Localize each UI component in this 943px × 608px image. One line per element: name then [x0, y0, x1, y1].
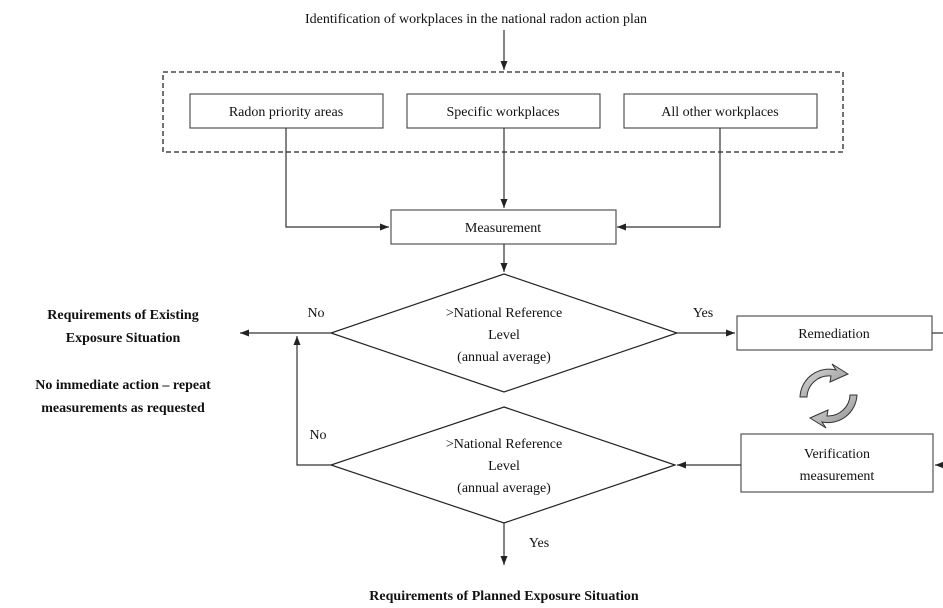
remediation-label: Remediation [798, 327, 870, 342]
decision-1-line1: >National Reference [446, 306, 562, 321]
arrow-other-to-measurement [617, 128, 721, 231]
no-label-2: No [309, 428, 326, 443]
workplace-group-dashed [162, 71, 844, 153]
existing-situation-line2: Exposure Situation [66, 331, 181, 346]
no-action-line1: No immediate action – repeat [35, 378, 211, 393]
arrow-priority-to-measurement [285, 128, 389, 231]
verification-label-line1: Verification [804, 447, 870, 462]
verification-measurement-box: Verification measurement [740, 433, 934, 493]
verification-label-line2: measurement [800, 469, 875, 484]
decision-1-line2: Level [488, 328, 520, 343]
measurement-label: Measurement [465, 221, 541, 236]
no-label-1: No [307, 306, 324, 321]
decision-reference-level-1: >National Reference Level (annual averag… [329, 273, 679, 393]
planned-situation-label: Requirements of Planned Exposure Situati… [369, 589, 639, 604]
decision-1-line3: (annual average) [457, 350, 551, 365]
remediation-box: Remediation [736, 315, 933, 351]
specific-workplaces-label: Specific workplaces [446, 105, 559, 120]
yes-label-1: Yes [693, 306, 713, 321]
cycle-arrows-icon [799, 363, 858, 429]
measurement-box: Measurement [390, 209, 617, 245]
radon-priority-areas-box: Radon priority areas [189, 93, 384, 129]
decision-2-line1: >National Reference [446, 437, 562, 452]
specific-workplaces-box: Specific workplaces [406, 93, 601, 129]
arrow-no-loop-back [293, 336, 331, 466]
existing-situation-line1: Requirements of Existing [47, 308, 198, 323]
yes-label-2: Yes [529, 536, 549, 551]
all-other-workplaces-box: All other workplaces [623, 93, 818, 129]
no-action-line2: measurements as requested [41, 401, 205, 416]
decision-reference-level-2: >National Reference Level (annual averag… [329, 406, 677, 524]
radon-priority-areas-label: Radon priority areas [229, 105, 343, 120]
all-other-workplaces-label: All other workplaces [661, 105, 778, 120]
decision-2-line2: Level [488, 459, 520, 474]
decision-2-line3: (annual average) [457, 481, 551, 496]
top-label: Identification of workplaces in the nati… [305, 12, 647, 27]
